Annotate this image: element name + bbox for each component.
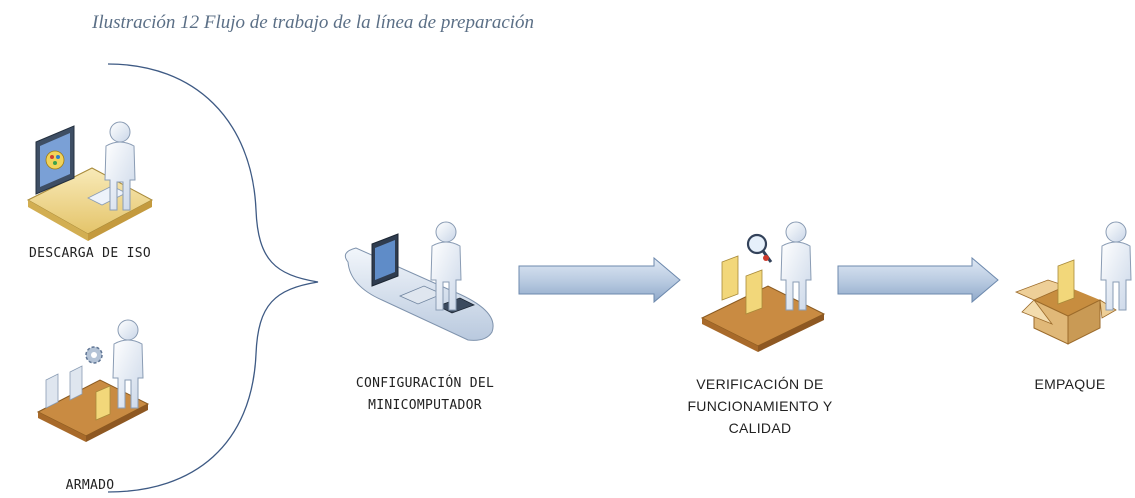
label-verificacion-line-1: VERIFICACIÓN DE xyxy=(696,376,824,392)
grouping-brace xyxy=(107,63,319,493)
figure-caption: Ilustración 12 Flujo de trabajo de la lí… xyxy=(92,12,535,33)
configuracion-icon xyxy=(344,221,494,341)
empaque-icon xyxy=(1014,221,1132,345)
label-verificacion-line-2: FUNCIONAMIENTO Y xyxy=(687,398,833,414)
verificacion-icon xyxy=(700,221,826,352)
label-descarga-iso: DESCARGA DE ISO xyxy=(29,246,151,261)
label-armado: ARMADO xyxy=(65,478,115,493)
flow-arrow-2 xyxy=(837,256,999,304)
label-empaque: EMPAQUE xyxy=(1034,376,1106,392)
label-verificacion-line-3: CALIDAD xyxy=(728,420,792,436)
label-configuracion: CONFIGURACIÓN DEL MINICOMPUTADOR xyxy=(320,373,530,417)
flow-arrow-1 xyxy=(518,256,681,304)
label-configuracion-line-1: CONFIGURACIÓN DEL xyxy=(355,376,495,391)
label-configuracion-line-2: MINICOMPUTADOR xyxy=(368,398,482,413)
descarga-iso-icon xyxy=(26,121,154,241)
armado-icon xyxy=(36,319,150,442)
label-verificacion: VERIFICACIÓN DE FUNCIONAMIENTO Y CALIDAD xyxy=(670,373,850,439)
